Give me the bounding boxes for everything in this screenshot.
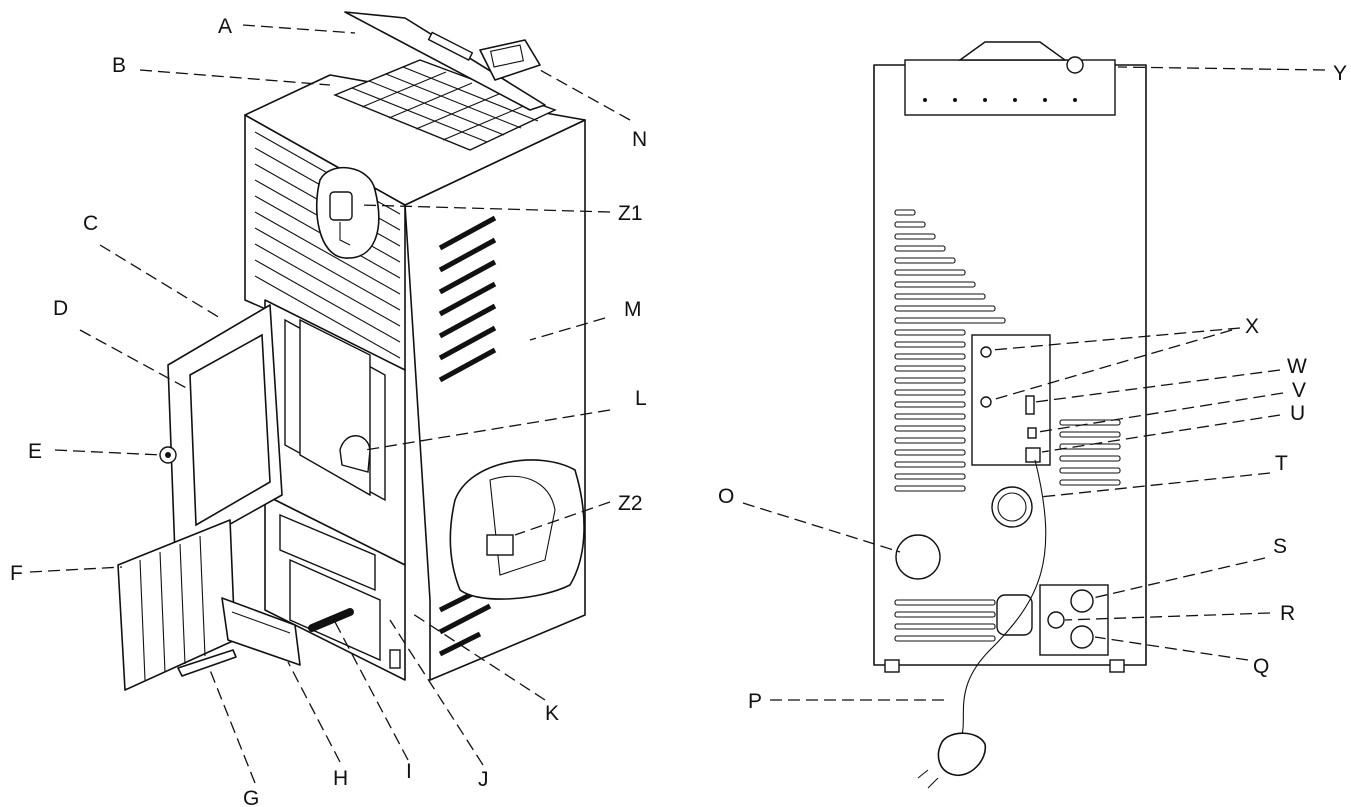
poker-tool xyxy=(177,649,237,677)
label-h: H xyxy=(333,767,348,790)
cleaning-scraper xyxy=(308,608,354,632)
pump-component xyxy=(486,534,514,556)
z2-cutaway xyxy=(449,459,585,600)
label-t: T xyxy=(1275,452,1288,475)
label-a: A xyxy=(218,15,232,38)
serial-port-v xyxy=(1027,427,1037,439)
label-w: W xyxy=(1287,355,1307,378)
label-r: R xyxy=(1280,602,1295,625)
label-q: Q xyxy=(1253,655,1269,678)
label-j: J xyxy=(478,768,489,791)
back-foot-right xyxy=(1109,659,1125,673)
lower-door xyxy=(117,519,236,691)
label-g: G xyxy=(243,787,259,807)
fuse-1 xyxy=(980,346,992,358)
back-foot-left xyxy=(884,659,900,673)
hopper-lid xyxy=(344,11,546,111)
water-outlet xyxy=(1070,589,1094,613)
back-vent-slots xyxy=(894,209,1121,642)
ash-pan xyxy=(221,597,301,666)
switch-w xyxy=(1025,395,1035,415)
label-v: V xyxy=(1292,379,1306,402)
top-bracket xyxy=(904,59,1116,116)
label-b: B xyxy=(112,54,126,77)
fuse-2 xyxy=(980,396,992,408)
label-u: U xyxy=(1290,402,1305,425)
lid-handle xyxy=(427,31,474,61)
label-e: E xyxy=(28,440,42,463)
label-l: L xyxy=(635,387,647,410)
label-z1: Z1 xyxy=(618,202,643,225)
lower-cavity xyxy=(289,558,381,662)
power-cable xyxy=(959,459,1047,741)
door-glass xyxy=(189,333,271,527)
water-return xyxy=(1070,625,1094,649)
power-plug xyxy=(937,732,986,776)
stove-front-view xyxy=(117,11,586,691)
air-vent-valve xyxy=(329,191,353,221)
hopper-grid-lines xyxy=(351,66,539,143)
label-c: C xyxy=(83,212,98,235)
callout-labels: A B C D E F G H I J K L M N Z1 Z2 O P Q … xyxy=(10,15,1347,807)
bracket-screws xyxy=(923,98,1077,102)
brazier xyxy=(339,435,371,473)
label-s: S xyxy=(1273,535,1287,558)
drain-valve xyxy=(1047,611,1065,629)
label-f: F xyxy=(10,562,23,585)
label-z2: Z2 xyxy=(618,492,643,515)
label-n: N xyxy=(632,128,647,151)
ash-drawer xyxy=(279,513,376,592)
pellet-hopper-grid xyxy=(333,59,557,151)
lower-door-slats xyxy=(139,535,206,681)
label-x: X xyxy=(1245,315,1259,338)
fan-grill xyxy=(996,594,1033,636)
label-m: M xyxy=(624,298,642,321)
label-d: D xyxy=(53,297,68,320)
label-p: P xyxy=(748,690,762,713)
label-k: K xyxy=(545,702,559,725)
label-o: O xyxy=(718,485,734,508)
foot-left xyxy=(389,649,401,669)
label-i: I xyxy=(406,760,412,783)
power-socket-u xyxy=(1025,447,1041,463)
leader-lines xyxy=(29,24,1326,784)
lifting-handle xyxy=(957,41,1068,61)
stove-back-view xyxy=(873,41,1147,789)
air-intake xyxy=(895,534,941,580)
label-y: Y xyxy=(1333,62,1347,85)
